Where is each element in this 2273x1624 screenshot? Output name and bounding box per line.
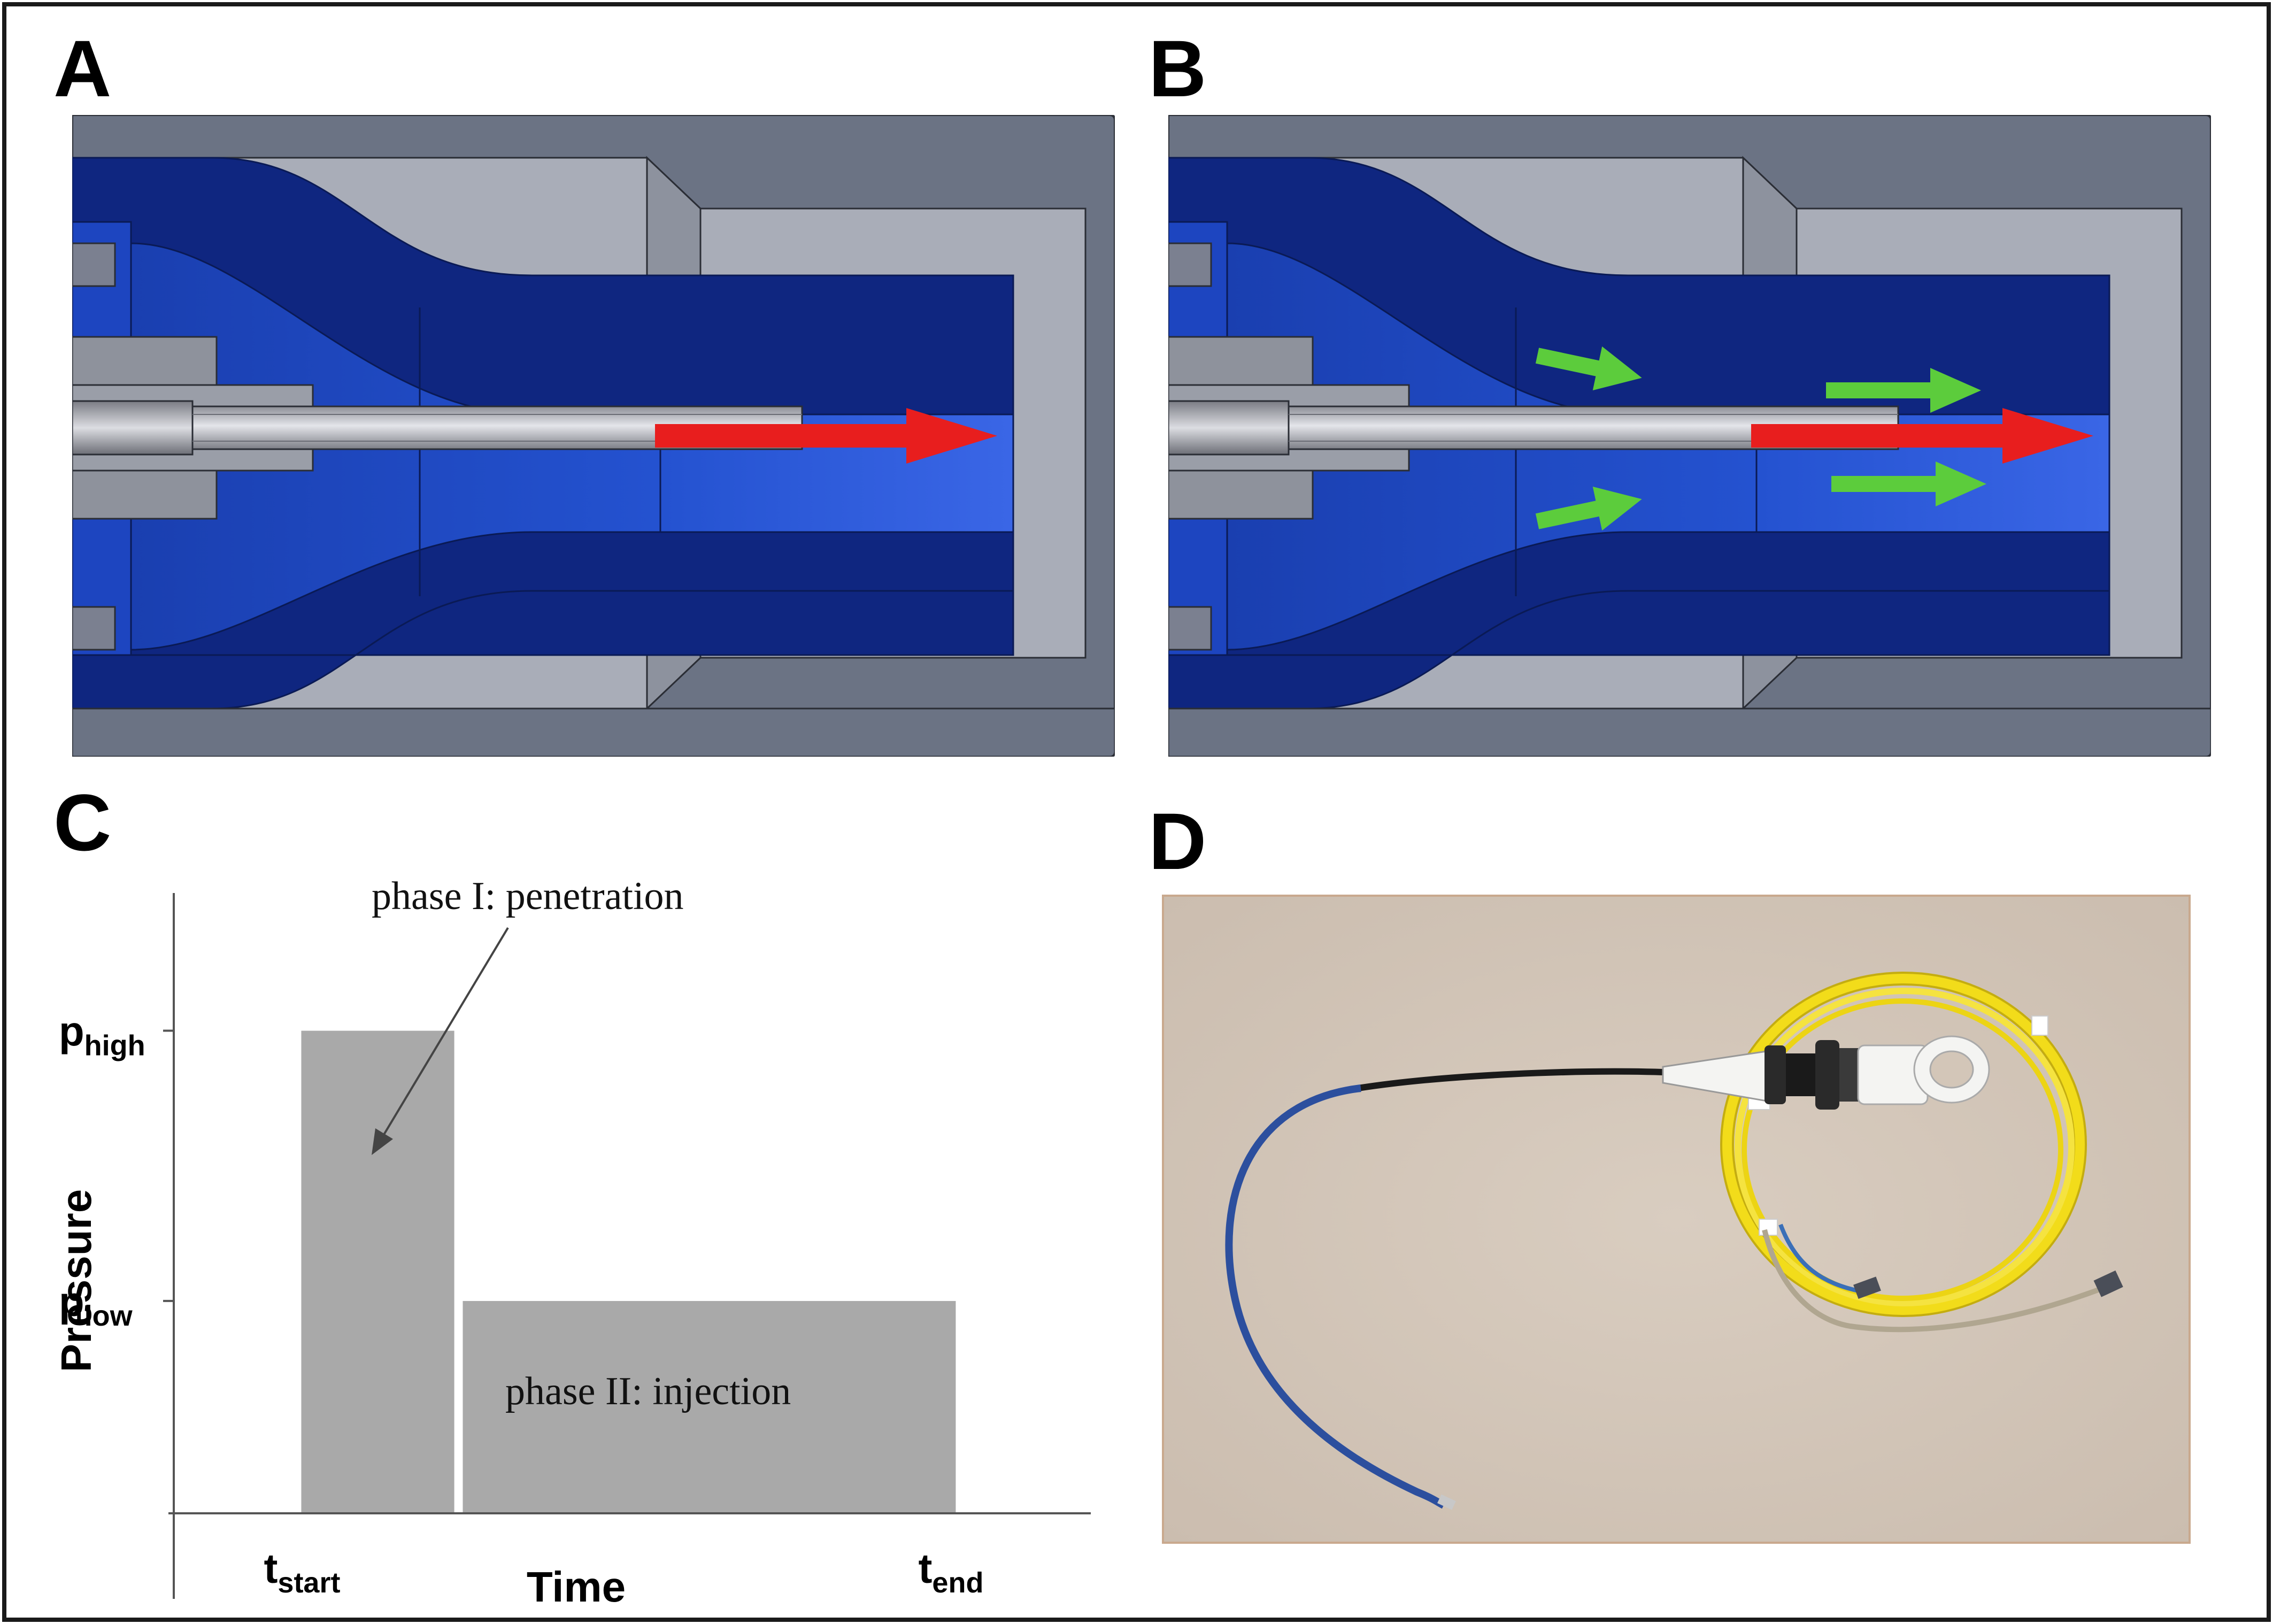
panel-letter-a: A [53, 24, 111, 113]
panel-letter-d: D [1149, 796, 1206, 886]
annotation-phase-1: phase I: penetration [372, 874, 684, 918]
bar-phase-2 [463, 1300, 956, 1513]
bar-phase-1 [301, 1030, 454, 1513]
panel-a: A [53, 24, 1115, 757]
needle-flow-red-arrow-icon [655, 408, 997, 464]
tissue-flow-green-arrows-icon [1535, 346, 1986, 531]
section-view-a [72, 115, 1115, 757]
needle-flow-red-arrow-icon [1751, 408, 2093, 464]
y-tick-label-low: plow [59, 1278, 133, 1332]
panel-b: B [1149, 24, 2211, 757]
annotation-arrow-head-icon [372, 1128, 393, 1155]
panel-letter-c: C [53, 778, 111, 867]
annotation-phase-2: phase II: injection [505, 1369, 791, 1413]
blue-catheter [1225, 1084, 1446, 1509]
y-tick-label-high: phigh [59, 1008, 145, 1062]
device-handle-icon [1662, 1035, 1990, 1110]
black-catheter [1358, 1068, 1663, 1091]
section-view-b [1168, 115, 2211, 757]
y-axis-label: Pressure [52, 1189, 100, 1372]
x-axis-label: Time [527, 1563, 626, 1611]
panel-letter-b: B [1149, 24, 1206, 113]
clear-tube [1762, 1229, 2102, 1333]
x-tick-label-start: tstart [264, 1545, 340, 1599]
annotation-arrow-line [379, 927, 509, 1143]
device-photo [1162, 895, 2191, 1544]
panel-d: D [1149, 796, 2191, 1544]
x-tick-label-end: tend [918, 1545, 983, 1599]
